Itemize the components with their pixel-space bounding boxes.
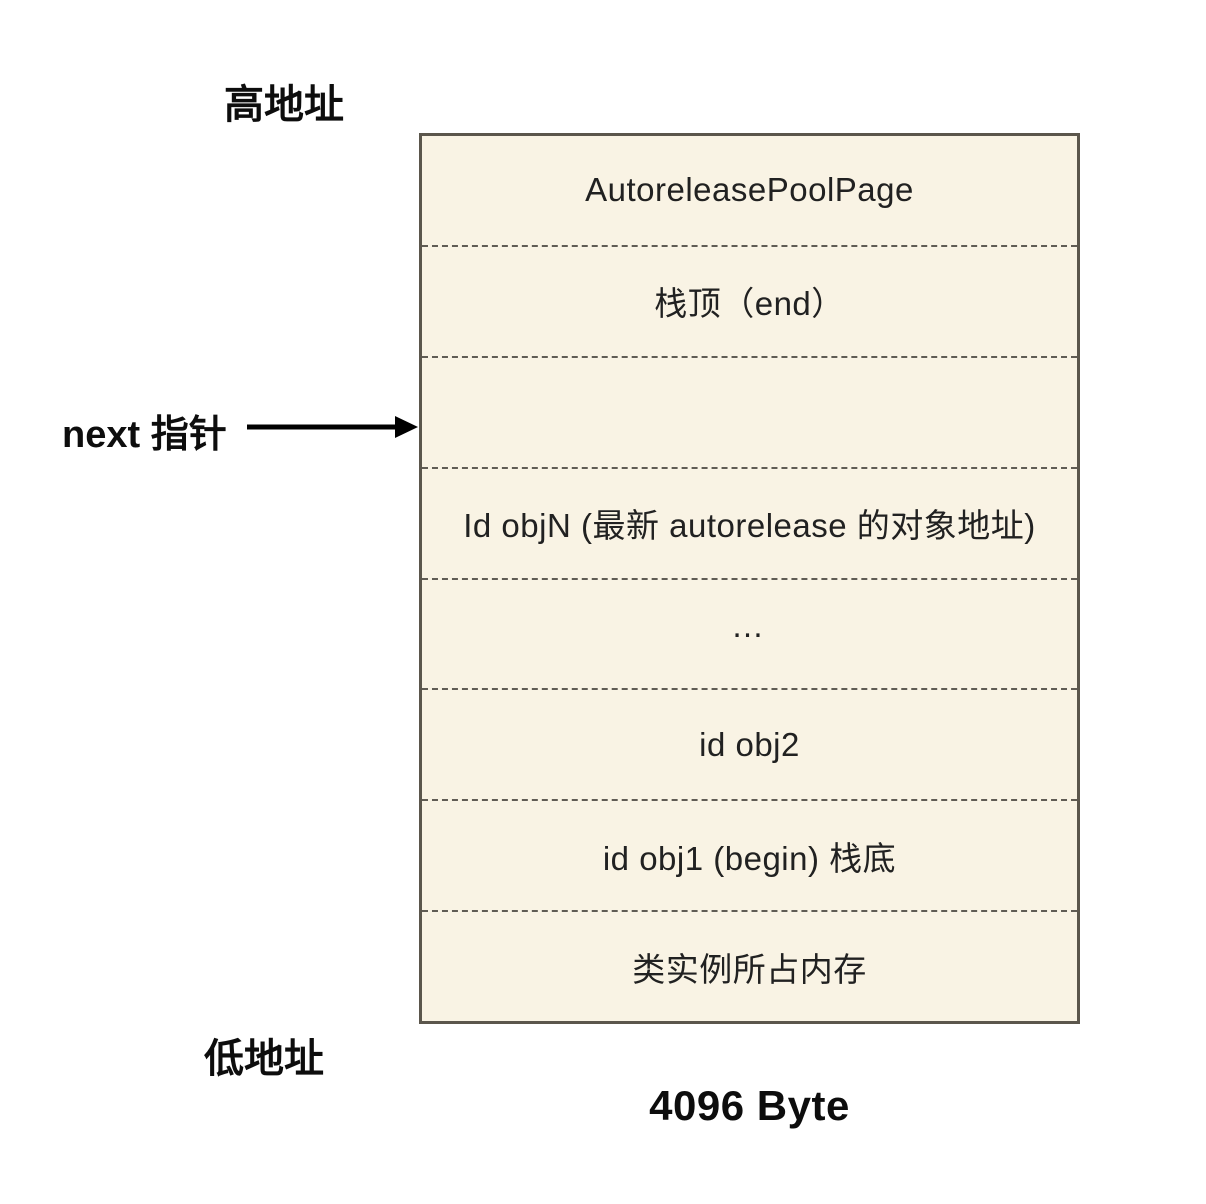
- row-id-objn: Id objN (最新 autorelease 的对象地址): [422, 469, 1077, 580]
- row-label: Id objN (最新 autorelease 的对象地址): [463, 507, 1036, 545]
- row-label: 类实例所占内存: [632, 950, 867, 988]
- row-ellipsis: …: [422, 580, 1077, 691]
- row-stack-top-end: 栈顶（end）: [422, 247, 1077, 358]
- row-label: id obj1 (begin) 栈底: [602, 839, 897, 877]
- row-class-instance-memory: 类实例所占内存: [422, 912, 1077, 1021]
- byte-size-label: 4096 Byte: [649, 1082, 850, 1129]
- row-id-obj2: id obj2: [422, 690, 1077, 802]
- autorelease-pool-page-box: AutoreleasePoolPage 栈顶（end） Id objN (最新 …: [419, 133, 1080, 1024]
- row-label: id obj2: [699, 725, 800, 763]
- row-label: AutoreleasePoolPage: [585, 171, 914, 209]
- row-label: …: [731, 606, 768, 644]
- row-autorelease-pool-page: AutoreleasePoolPage: [422, 136, 1077, 247]
- row-id-obj1-stack-bottom: id obj1 (begin) 栈底: [422, 801, 1077, 913]
- row-label: 栈顶（end）: [654, 285, 845, 323]
- low-address-label: 低地址: [204, 1037, 324, 1081]
- high-address-label: 高地址: [224, 83, 344, 127]
- next-pointer-arrow-icon: [247, 416, 418, 438]
- next-pointer-label: next 指针: [62, 414, 227, 456]
- row-next-slot-empty: [422, 358, 1077, 469]
